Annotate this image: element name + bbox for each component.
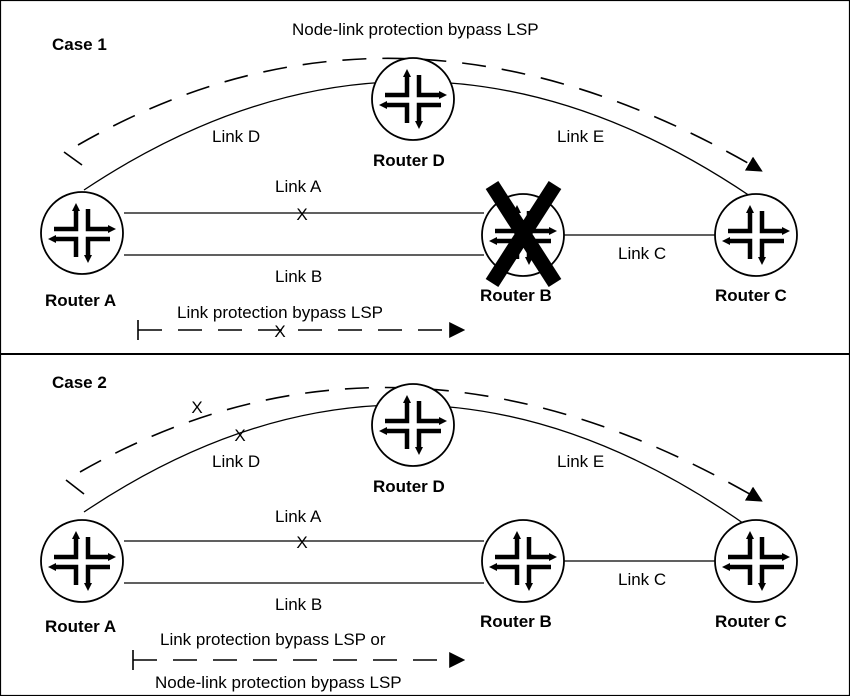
case1-node-link-bypass-path [77,57,763,172]
case2-node-link-bypass-failure-mark: X [191,398,202,417]
case1-router-c-icon [715,194,797,276]
case1-title: Case 1 [52,35,107,54]
case1-router-d-icon [372,58,454,140]
case2-link-b-label: Link B [275,595,322,614]
case1-link-bypass-failure-mark: X [274,322,285,341]
case1-link-d-label: Link D [212,127,260,146]
case2-router-c-label: Router C [715,612,787,631]
case1-router-d-label: Router D [373,151,445,170]
case2-panel: Case 2 X Link protection bypass LSP or N… [41,373,797,692]
case2-title: Case 2 [52,373,107,392]
case2-router-b-label: Router B [480,612,552,631]
case2-link-e-label: Link E [557,452,604,471]
case2-router-c-icon [715,520,797,602]
case1-router-a-icon [41,192,123,274]
case1-router-a-label: Router A [45,291,116,310]
case2-router-b-icon [482,520,564,602]
case2-router-a-label: Router A [45,617,116,636]
case2-link-a-failure-mark: X [296,533,307,552]
case1-node-link-bypass-start [63,151,83,166]
case1-panel: Case 1 Node-link protection bypass LSP X… [41,20,797,341]
case1-link-bypass-label: Link protection bypass LSP [177,303,383,322]
case1-router-b-label: Router B [480,286,552,305]
case2-link-c-label: Link C [618,570,666,589]
case2-link-d-failure-mark: X [234,426,245,445]
case2-router-d-icon [372,384,454,466]
case2-router-d-label: Router D [373,477,445,496]
case2-node-link-bypass-path [79,386,763,502]
case2-link-a-label: Link A [275,507,322,526]
case1-router-b-failure-x [485,180,562,288]
case1-link-a-label: Link A [275,177,322,196]
case2-bypass-label-line1: Link protection bypass LSP or [160,630,386,649]
case2-link-d-label: Link D [212,452,260,471]
case1-link-c-label: Link C [618,244,666,263]
case1-link-e-label: Link E [557,127,604,146]
case2-bypass-label-line2: Node-link protection bypass LSP [155,673,402,692]
case1-link-a-failure-mark: X [296,205,307,224]
case2-node-link-bypass-start [65,479,85,495]
case1-link-b-label: Link B [275,267,322,286]
case1-node-link-bypass-label: Node-link protection bypass LSP [292,20,539,39]
case2-router-a-icon [41,520,123,602]
case1-router-c-label: Router C [715,286,787,305]
